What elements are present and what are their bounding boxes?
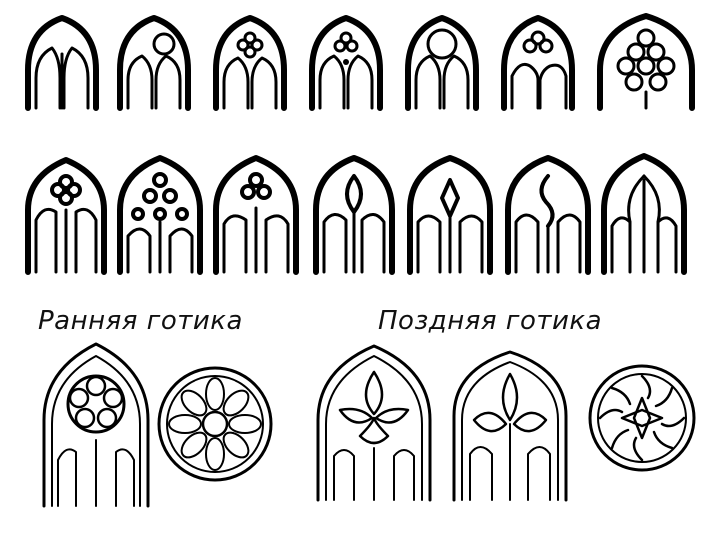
arch-mid-3 (213, 155, 299, 275)
arch-top-1 (25, 15, 99, 111)
arch-mid-1 (25, 157, 107, 275)
arch-top-6 (501, 15, 575, 111)
arch-top-7 (597, 13, 695, 111)
arch-mid-4 (313, 155, 395, 275)
early-gothic-window (42, 342, 150, 508)
arch-mid-2 (117, 155, 203, 275)
caption-late-gothic: Поздняя готика (378, 306, 603, 336)
caption-early-gothic: Ранняя готика (38, 306, 243, 336)
arch-top-3 (213, 15, 287, 111)
arch-top-4 (309, 15, 383, 111)
late-gothic-rose (588, 364, 696, 472)
arch-mid-5 (407, 155, 493, 275)
arch-mid-7 (601, 153, 687, 275)
late-gothic-window-2 (452, 350, 568, 502)
arch-top-2 (117, 15, 191, 111)
arch-top-5 (405, 15, 479, 111)
late-gothic-window-1 (316, 344, 432, 502)
arch-mid-6 (505, 155, 591, 275)
early-gothic-rose (157, 366, 273, 482)
